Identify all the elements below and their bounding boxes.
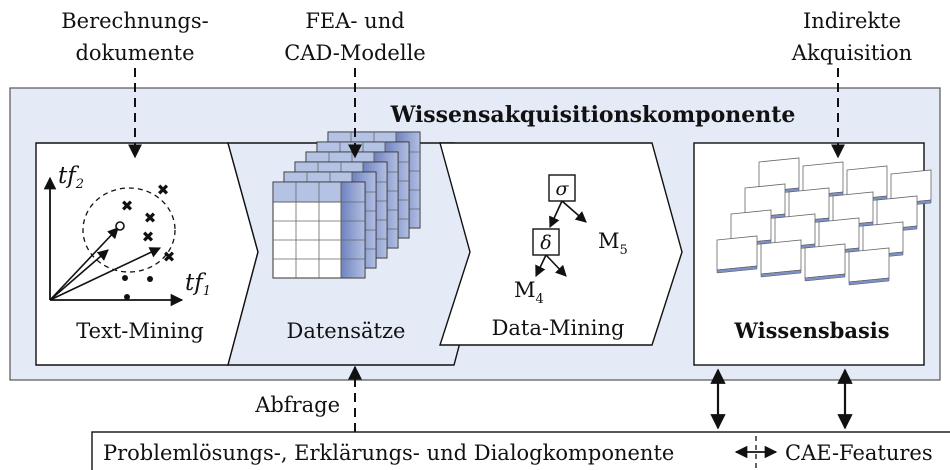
svg-text:✖: ✖: [144, 209, 157, 227]
stage-label-text-mining: Text-Mining: [76, 319, 204, 343]
svg-text:✖: ✖: [157, 181, 170, 199]
svg-text:✖: ✖: [121, 197, 134, 215]
dialog-component-label: Problemlösungs-, Erklärungs- und Dialogk…: [103, 441, 674, 465]
stage-label-wissensbasis: Wissensbasis: [733, 318, 889, 343]
query-label: Abfrage: [254, 393, 340, 417]
knowledge-base-icon: [716, 157, 932, 286]
datasets-stack-icon: [272, 131, 421, 279]
tree-child-label: δ: [540, 232, 551, 254]
stage-label-data-mining: Data-Mining: [492, 316, 625, 340]
acquisition-component-title: Wissensakquisitionskomponente: [390, 102, 796, 128]
axis-label-tf2: tf2: [58, 163, 84, 192]
input-label-calc-docs-1: Berechnungs-: [61, 9, 209, 33]
cae-features-label: CAE-Features: [785, 441, 933, 465]
input-label-indirect-2: Akquisition: [791, 41, 912, 65]
tree-leaf-m4: M4: [514, 278, 544, 307]
input-label-calc-docs-2: dokumente: [75, 41, 194, 65]
stage-label-datensaetze: Datensätze: [287, 319, 406, 343]
tree-leaf-m5: M5: [598, 229, 628, 258]
axis-label-tf1: tf1: [185, 270, 211, 299]
svg-text:✖: ✖: [142, 228, 155, 246]
input-label-fea-cad-1: FEA- und: [305, 9, 404, 33]
text-mining-plot: ✖ ✖ ✖ ✖ ✖: [43, 176, 184, 307]
input-label-fea-cad-2: CAD-Modelle: [284, 41, 425, 65]
svg-text:✖: ✖: [163, 248, 176, 266]
input-label-indirect-1: Indirekte: [803, 9, 901, 33]
dialog-component-bar: [91, 431, 950, 470]
tree-root-label: σ: [556, 178, 570, 200]
stage-data-mining-shape: [439, 142, 683, 346]
decision-tree: σ δ: [532, 174, 587, 278]
